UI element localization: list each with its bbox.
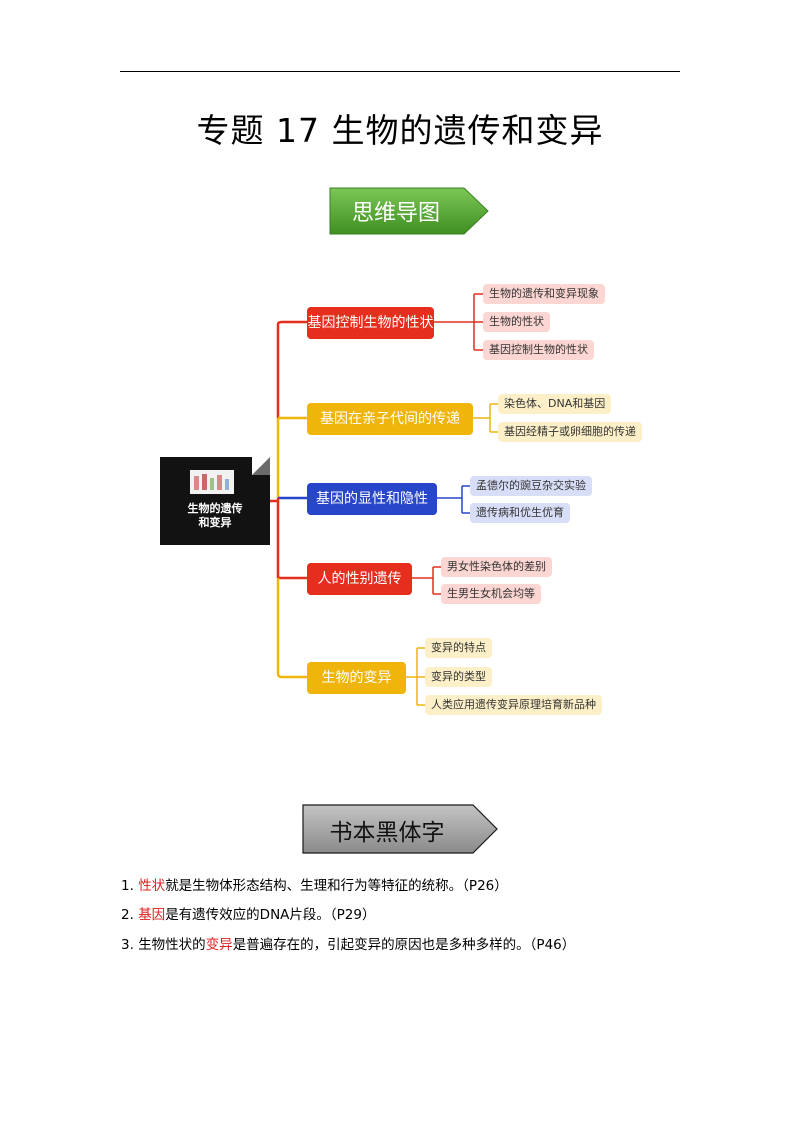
branch-dominant-recessive: 基因的显性和隐性: [307, 483, 437, 515]
leaf-sex-chromosome-difference: 男女性染色体的差别: [441, 557, 552, 577]
item-text: 就是生物体形态结构、生理和行为等特征的统称。（P26）: [165, 878, 508, 894]
term-item-2: 2. 基因是有遗传效应的DNA片段。（P29）: [121, 905, 376, 925]
leaf-biological-traits: 生物的性状: [483, 312, 550, 332]
item-text: 是普遍存在的，引起变异的原因也是多种多样的。（P46）: [232, 937, 576, 953]
leaf-gene-via-gametes: 基因经精子或卵细胞的传递: [498, 422, 642, 442]
page-title: 专题 17 生物的遗传和变异: [196, 111, 604, 150]
item-text-prefix: 生物性状的: [138, 937, 206, 953]
term-item-1: 1. 性状就是生物体形态结构、生理和行为等特征的统称。（P26）: [121, 876, 508, 896]
dna-illustration-icon: [194, 474, 229, 490]
branch-gene-controls-traits: 基因控制生物的性状: [307, 307, 434, 339]
term-item-3: 3. 生物性状的变异是普遍存在的，引起变异的原因也是多种多样的。（P46）: [121, 935, 575, 955]
item-number: 1.: [121, 878, 134, 894]
top-rule: [120, 71, 680, 72]
item-number: 2.: [121, 907, 134, 923]
leaf-variation-types: 变异的类型: [425, 667, 492, 687]
leaf-mendel-pea-experiment: 孟德尔的豌豆杂交实验: [470, 476, 592, 496]
highlight-term: 变异: [205, 937, 233, 953]
item-text: 是有遗传效应的DNA片段。（P29）: [165, 907, 376, 923]
root-thumbnail-image: [190, 470, 234, 494]
mindmap-banner-arrow-shape: [329, 187, 489, 235]
root-page-fold: [252, 457, 270, 475]
leaf-chromosome-dna-gene: 染色体、DNA和基因: [498, 394, 612, 414]
leaf-breeding-applications: 人类应用遗传变异原理培育新品种: [425, 695, 602, 715]
leaf-gene-controls-traits: 基因控制生物的性状: [483, 340, 594, 360]
textbook-terms-banner: 书本黑体字: [301, 803, 499, 855]
mindmap-banner-label: 思维导图: [351, 201, 440, 226]
leaf-equal-chance-boy-girl: 生男生女机会均等: [441, 584, 541, 604]
mindmap-banner: 思维导图: [328, 186, 490, 236]
mindmap-root-label: 生物的遗传 和变异: [160, 502, 270, 530]
textbook-banner-label: 书本黑体字: [329, 820, 445, 846]
branch-gene-transmission: 基因在亲子代间的传递: [307, 403, 473, 435]
highlight-term: 基因: [138, 907, 166, 923]
branch-sex-inheritance: 人的性别遗传: [307, 563, 412, 595]
mindmap-connectors: [270, 293, 498, 706]
textbook-banner-arrow-shape: [302, 804, 498, 854]
item-number: 3.: [121, 937, 134, 953]
root-label-line1: 生物的遗传: [187, 502, 243, 515]
leaf-genetic-disease-eugenics: 遗传病和优生优育: [470, 503, 570, 523]
root-label-line2: 和变异: [198, 516, 232, 529]
leaf-heredity-variation-phenomenon: 生物的遗传和变异现象: [483, 284, 605, 304]
leaf-variation-features: 变异的特点: [425, 638, 492, 658]
highlight-term: 性状: [138, 878, 166, 894]
branch-variation: 生物的变异: [307, 662, 406, 694]
